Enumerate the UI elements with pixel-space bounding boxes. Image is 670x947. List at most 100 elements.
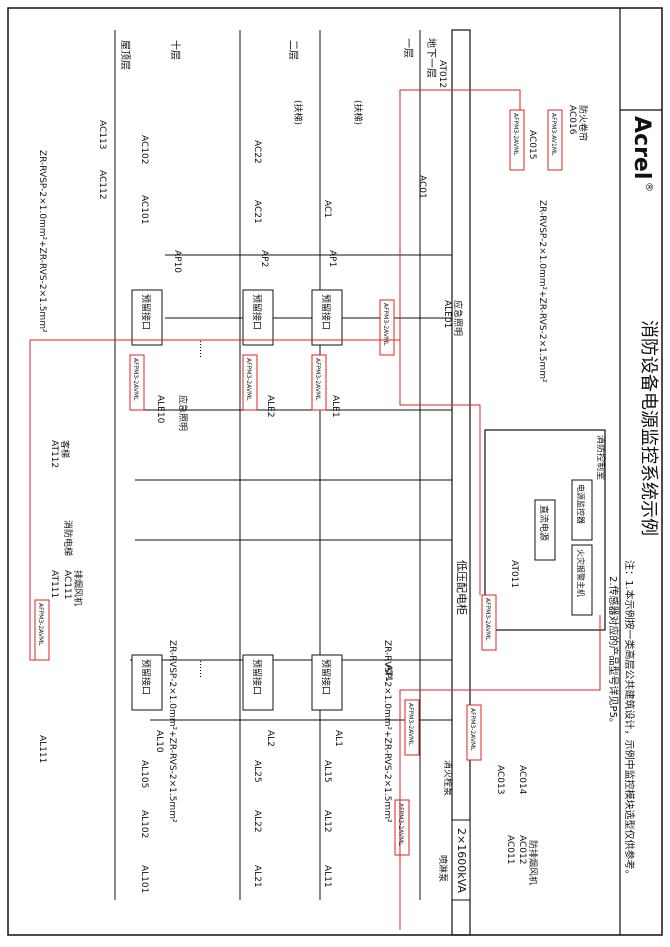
cable-top-left: ZR-RVSP-2×1.0mm²+ZR-RVS-2×1.5mm² xyxy=(37,150,47,333)
fire-control-room xyxy=(484,429,606,631)
cable-bottom-right: ZR-RVSP-2×1.0mm²+ZR-RVS-2×1.5mm² xyxy=(382,640,392,823)
reserve-box-b-10f xyxy=(131,654,163,711)
code-ac101: AC101 xyxy=(139,195,149,224)
module-pump-c xyxy=(394,799,410,856)
code-ac015: AC015 xyxy=(527,130,537,159)
floor-second: 二层 xyxy=(287,40,299,60)
cable-center: ZR-RVSP-2×1.0mm²+ZR-RVS-2×1.5mm² xyxy=(537,200,547,383)
code-ac01: AC01 xyxy=(417,175,427,199)
floor-tenth: 十层 xyxy=(169,40,182,60)
module-pump-a-model: AFPM3-2AVML xyxy=(407,703,414,746)
code-al22: AL22 xyxy=(252,810,262,833)
reserve-label-2f: 预留接口 xyxy=(251,294,263,330)
code-ale10: ALE10 xyxy=(155,395,165,424)
code-ac111: AC111 xyxy=(62,570,72,599)
module-control-model: AFPM3-2AVML xyxy=(484,598,491,641)
reserve-box-1f xyxy=(311,289,343,346)
floor-basement: 地下一层 xyxy=(425,38,438,78)
reserve-label-b-2f: 预留接口 xyxy=(251,659,263,695)
floor-roof: 屋顶层 xyxy=(119,40,131,70)
signal-bus xyxy=(29,89,601,930)
code-at012: AT012 xyxy=(437,60,447,88)
brand-registered: ® xyxy=(643,182,654,192)
fire-host: 火灾报警主机 xyxy=(576,549,586,597)
floor-first: 一层 xyxy=(402,38,414,58)
module-1f-model: AFPM3-2AVML xyxy=(314,358,321,401)
reserve-label-1f: 预留接口 xyxy=(320,294,332,330)
code-ale1: ALE1 xyxy=(330,395,340,418)
module-pump-b xyxy=(466,704,482,761)
code-ale2: ALE2 xyxy=(265,395,275,418)
escalator-2f: (扶梯) xyxy=(292,100,304,125)
low-voltage-cabinet xyxy=(451,29,471,936)
sprinkler-pump: 喷淋泵 xyxy=(437,855,449,882)
monitor-host: 电源监控器 xyxy=(576,484,586,524)
module-10f-model: AFPM3-2AVML xyxy=(132,358,139,401)
diagram-title: 消防设备电源监控系统示例 xyxy=(638,320,659,536)
fire-host-box xyxy=(571,544,593,616)
fire-pump: 消火栓泵 xyxy=(442,760,454,796)
brand-logo: Acrel xyxy=(629,116,654,179)
code-at111: AT111 xyxy=(49,570,59,598)
module-b1-model: AFPM3-2AVML xyxy=(382,303,389,346)
reserve-box-2f xyxy=(242,289,274,346)
code-ac22: AC22 xyxy=(252,140,262,164)
module-ac015 xyxy=(509,109,525,171)
code-ap1: AP1 xyxy=(327,250,337,267)
reserve-label-b-1f: 预留接口 xyxy=(320,659,332,695)
module-ac016-model: AFPM3-AV1ML xyxy=(550,113,557,156)
smoke-fan: 排烟风机 xyxy=(72,570,84,606)
code-al101: AL101 xyxy=(139,865,149,893)
code-al12: AL12 xyxy=(322,810,332,833)
code-al10: AL10 xyxy=(154,730,164,753)
code-al1: AL1 xyxy=(333,730,343,747)
code-ac113: AC113 xyxy=(97,120,107,149)
code-ale01: ALE01 xyxy=(442,300,452,328)
reserve-box-b-2f xyxy=(242,654,274,711)
cable-bottom-left: ZR-RVSP-2×1.0mm²+ZR-RVS-2×1.5mm² xyxy=(167,640,177,823)
code-al105: AL105 xyxy=(139,760,149,788)
module-1f xyxy=(311,354,327,411)
code-al2: AL2 xyxy=(265,730,275,747)
dc-power-box xyxy=(534,499,556,561)
code-al15: AL15 xyxy=(322,760,332,783)
code-ac21: AC21 xyxy=(252,200,262,224)
code-at1: AT1 xyxy=(383,665,393,682)
code-ac1: AC1 xyxy=(322,200,332,218)
note-line-1: 注：1.本示例按一类高层公共建筑设计，示例中监控模块选型仅供参考。 xyxy=(623,560,636,880)
emergency-lighting-10f: 应急照明 xyxy=(177,395,189,431)
module-ac016 xyxy=(547,109,563,171)
module-2f xyxy=(242,354,258,411)
code-ac112: AC112 xyxy=(97,170,107,199)
module-pump-b-model: AFPM3-2AVML xyxy=(469,708,476,751)
module-ac015-model: AFPM3-2AVML xyxy=(512,113,519,156)
outer-frame xyxy=(7,7,663,936)
module-b1 xyxy=(379,299,395,356)
code-at112: AT112 xyxy=(49,440,59,468)
module-elevator-model: AFPM3-2AVML xyxy=(37,603,44,646)
code-al25: AL25 xyxy=(252,760,262,783)
module-pump-a xyxy=(404,699,420,756)
fire-control-room-label: 消防控制室 xyxy=(595,435,607,480)
code-ac012: AC012 xyxy=(517,835,527,864)
reserve-label-10f: 预留接口 xyxy=(140,294,152,330)
escalator-1f: (扶梯) xyxy=(352,100,364,125)
note-line-2: 2.传感器对应的产品型号详见P5。 xyxy=(607,576,620,728)
code-at011: AT011 xyxy=(509,560,519,588)
fire-elevator: 消防电梯 xyxy=(62,520,74,556)
monitor-host-box xyxy=(571,479,593,541)
passenger-elevator: 客梯 xyxy=(59,440,71,458)
emergency-lighting-b1: 应急照明 xyxy=(452,300,464,336)
code-ac016: AC016 xyxy=(567,105,577,135)
module-elevator xyxy=(34,599,50,661)
dots-1: …… xyxy=(197,340,207,358)
module-10f xyxy=(129,354,145,411)
code-al21: AL21 xyxy=(252,865,262,888)
code-ac102: AC102 xyxy=(139,135,149,164)
code-ac013: AC013 xyxy=(495,765,505,794)
code-ap2: AP2 xyxy=(259,250,269,267)
code-al11: AL11 xyxy=(322,865,332,888)
transformer-label: 2×1600kVA xyxy=(455,828,468,893)
